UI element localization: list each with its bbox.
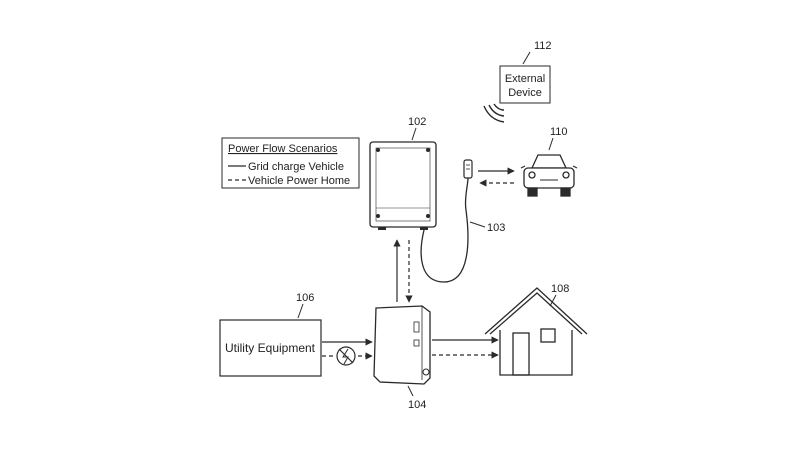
legend-title: Power Flow Scenarios: [228, 143, 338, 155]
home-ref: 108: [551, 283, 569, 295]
no-power-icon: [336, 346, 356, 366]
charger-unit: 102: [369, 116, 437, 230]
vehicle-ref: 110: [550, 126, 568, 138]
utility-ref: 106: [296, 292, 314, 304]
charger-ref: 102: [408, 116, 426, 128]
wireless-signal-icon: [483, 103, 505, 123]
legend-solid-label: Grid charge Vehicle: [248, 161, 344, 173]
charging-plug-icon: [463, 159, 473, 179]
utility-box: [219, 319, 322, 377]
legend-dashed-label: Vehicle Power Home: [248, 175, 350, 187]
legend-box: [221, 137, 360, 189]
charger-body: [369, 141, 437, 228]
utility-label: Utility Equipment: [225, 341, 316, 355]
legend: Power Flow Scenarios Grid charge Vehicle…: [221, 137, 360, 189]
external-device-ref: 112: [534, 40, 552, 52]
home: 108: [484, 283, 588, 376]
external-device-label-1: External: [505, 73, 545, 85]
external-device-box: [499, 65, 551, 104]
charging-cable: 103: [420, 159, 505, 283]
vehicle: 110: [520, 126, 578, 197]
house-icon: [484, 287, 588, 376]
external-device: 112 External Device: [483, 40, 552, 123]
external-device-label-2: Device: [508, 87, 542, 99]
car-front-icon: [520, 154, 578, 197]
cable-ref: 103: [487, 222, 505, 234]
utility-equipment: 106 Utility Equipment: [219, 292, 322, 377]
inverter-unit: 104: [373, 305, 431, 411]
inverter-ref: 104: [408, 399, 426, 411]
